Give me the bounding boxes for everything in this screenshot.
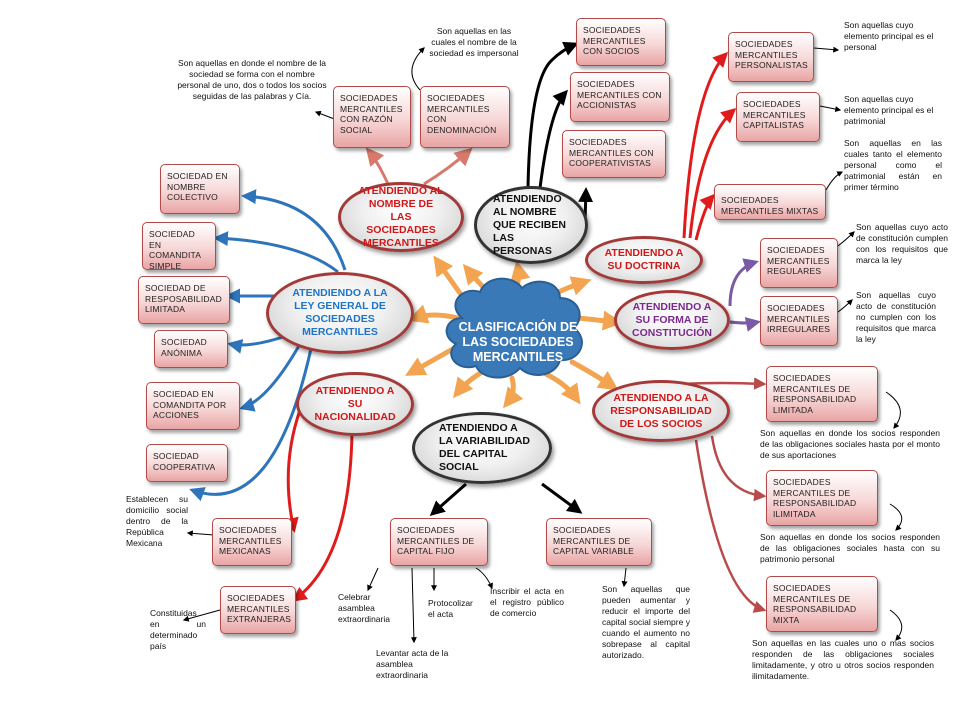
box-label: SOCIEDADES MERCANTILES MEXICANAS [219,525,282,556]
center-cloud-shape [445,277,583,379]
box-capitalistas[interactable]: SOCIEDADES MERCANTILES CAPITALISTAS [736,92,820,142]
category-label: ATENDIENDO A SU FORMA DE CONSTITUCIÓN [632,300,712,339]
category-label: ATENDIENDO AL NOMBRE DE LAS SOCIEDADES M… [358,184,444,249]
box-label: SOCIEDADES MERCANTILES CON RAZÓN SOCIAL [340,93,403,135]
note-inscribir: Inscribir el acta en el registro público… [490,586,564,618]
box-con-socios[interactable]: SOCIEDADES MERCANTILES CON SOCIOS [576,18,666,66]
note-capital-variable: Son aquellas que pueden aumentar y reduc… [602,584,690,660]
note-mixtas: Son aquellas en las cuales tanto el elem… [844,138,942,192]
box-label: SOCIEDAD DE RESPOSABILIDAD LIMITADA [145,283,222,314]
box-mexicanas[interactable]: SOCIEDADES MERCANTILES MEXICANAS [212,518,292,566]
box-responsabilidad-mixta[interactable]: SOCIEDADES MERCANTILES DE RESPONSABILIDA… [766,576,878,632]
box-label: SOCIEDADES MERCANTILES REGULARES [767,245,830,276]
note-resp-ilimitada: Son aquellas en donde los socios respond… [760,532,940,564]
box-label: SOCIEDADES MERCANTILES DE RESPONSABILIDA… [773,583,857,625]
nacionalidad-arrows [284,409,354,602]
category-label: ATENDIENDO A SU NACIONALIDAD [314,384,396,423]
note-resp-mixta: Son aquellas en las cuales uno o mas soc… [752,638,934,681]
note-razon-social: Son aquellas en donde el nombre de la so… [177,58,327,101]
box-comandita-acciones[interactable]: SOCIEDAD EN COMANDITA POR ACCIONES [146,382,240,430]
category-capital-social[interactable]: ATENDIENDO A LA VARIABILIDAD DEL CAPITAL… [412,412,552,484]
box-con-cooperativistas[interactable]: SOCIEDADES MERCANTILES CON COOPERATIVIST… [562,130,666,178]
category-nacionalidad[interactable]: ATENDIENDO A SU NACIONALIDAD [296,372,414,436]
box-denominacion[interactable]: SOCIEDADES MERCANTILES CON DENOMINACIÓN [420,86,510,148]
category-ley-general[interactable]: ATENDIENDO A LA LEY GENERAL DE SOCIEDADE… [266,272,414,354]
note-denominacion: Son aquellas en las cuales el nombre de … [429,26,519,58]
box-label: SOCIEDADES MERCANTILES CON SOCIOS [583,25,646,56]
center-title-text: CLASIFICACIÓN DE LAS SOCIEDADES MERCANTI… [458,319,578,364]
note-protocolizar: Protocolizar el acta [428,598,473,619]
note-capitalistas: Son aquellas cuyo elemento principal es … [844,94,934,126]
box-label: SOCIEDAD EN NOMBRE COLECTIVO [167,171,228,202]
box-label: SOCIEDAD COOPERATIVA [153,451,216,472]
box-capital-variable[interactable]: SOCIEDADES MERCANTILES DE CAPITAL VARIAB… [546,518,652,566]
box-label: SOCIEDADES MERCANTILES IRREGULARES [767,303,831,334]
box-anonima[interactable]: SOCIEDAD ANÓNIMA [154,330,228,368]
box-label: SOCIEDADES MERCANTILES DE RESPONSABILIDA… [773,373,857,415]
category-label: ATENDIENDO A LA LEY GENERAL DE SOCIEDADE… [292,287,388,338]
box-comandita-simple[interactable]: SOCIEDAD EN COMANDITA SIMPLE [142,222,216,271]
note-irregulares: Son aquellas cuyo acto de constitución n… [856,290,936,344]
nombre-sociedades-arrows [365,147,473,186]
box-resp-limitada[interactable]: SOCIEDAD DE RESPOSABILIDAD LIMITADA [138,276,230,324]
capital-social-arrows [429,482,583,516]
box-con-accionistas[interactable]: SOCIEDADES MERCANTILES CON ACCIONISTAS [570,72,670,122]
box-label: SOCIEDADES MERCANTILES CON COOPERATIVIST… [569,137,654,168]
note-celebrar: Celebrar asamblea extraordinaria [338,592,390,624]
doctrina-arrows [682,51,737,241]
box-personalistas[interactable]: SOCIEDADES MERCANTILES PERSONALISTAS [728,32,814,82]
box-razon-social[interactable]: SOCIEDADES MERCANTILES CON RAZÓN SOCIAL [333,86,411,148]
box-label: SOCIEDADES MERCANTILES EXTRANJERAS [227,593,292,624]
box-mixtas[interactable]: SOCIEDADES MERCANTILES MIXTAS [714,184,826,220]
category-label: ATENDIENDO AL NOMBRE QUE RECIBEN LAS PER… [493,192,566,257]
note-mexicanas: Establecen su domicilio social dentro de… [126,494,188,548]
box-responsabilidad-limitada[interactable]: SOCIEDADES MERCANTILES DE RESPONSABILIDA… [766,366,878,422]
category-nombre-sociedades[interactable]: ATENDIENDO AL NOMBRE DE LAS SOCIEDADES M… [338,182,464,252]
box-nombre-colectivo[interactable]: SOCIEDAD EN NOMBRE COLECTIVO [160,164,240,214]
box-label: SOCIEDADES MERCANTILES CON DENOMINACIÓN [427,93,497,135]
note-extranjeras: Constituidas en un determinado país [150,608,206,651]
box-label: SOCIEDAD ANÓNIMA [161,337,207,358]
category-label: ATENDIENDO A SU DOCTRINA [604,247,684,272]
category-responsabilidad[interactable]: ATENDIENDO A LA RESPONSABILIDAD DE LOS S… [592,380,730,442]
box-regulares[interactable]: SOCIEDADES MERCANTILES REGULARES [760,238,838,288]
category-doctrina[interactable]: ATENDIENDO A SU DOCTRINA [585,236,703,284]
box-label: SOCIEDADES MERCANTILES CAPITALISTAS [743,99,806,130]
box-label: SOCIEDAD EN COMANDITA SIMPLE [149,229,201,271]
note-personalistas: Son aquellas cuyo elemento principal es … [844,20,934,52]
category-label: ATENDIENDO A LA VARIABILIDAD DEL CAPITAL… [439,422,530,473]
box-extranjeras[interactable]: SOCIEDADES MERCANTILES EXTRANJERAS [220,586,296,634]
box-label: SOCIEDADES MERCANTILES DE RESPONSABILIDA… [773,477,857,519]
box-capital-fijo[interactable]: SOCIEDADES MERCANTILES DE CAPITAL FIJO [390,518,488,566]
box-label: SOCIEDADES MERCANTILES DE CAPITAL VARIAB… [553,525,634,556]
box-label: SOCIEDAD EN COMANDITA POR ACCIONES [153,389,227,420]
box-label: SOCIEDADES MERCANTILES PERSONALISTAS [735,39,808,70]
note-resp-limitada: Son aquellas en donde los socios respond… [760,428,940,460]
forma-constitucion-arrows [728,258,761,332]
category-nombre-personas[interactable]: ATENDIENDO AL NOMBRE QUE RECIBEN LAS PER… [474,186,588,264]
box-label: SOCIEDADES MERCANTILES DE CAPITAL FIJO [397,525,475,556]
box-responsabilidad-ilimitada[interactable]: SOCIEDADES MERCANTILES DE RESPONSABILIDA… [766,470,878,526]
box-irregulares[interactable]: SOCIEDADES MERCANTILES IRREGULARES [760,296,838,346]
box-cooperativa[interactable]: SOCIEDAD COOPERATIVA [146,444,228,482]
note-regulares: Son aquellas cuyo acto de constitución c… [856,222,948,265]
category-forma-constitucion[interactable]: ATENDIENDO A SU FORMA DE CONSTITUCIÓN [614,290,730,350]
center-title: CLASIFICACIÓN DE LAS SOCIEDADES MERCANTI… [450,312,586,372]
category-label: ATENDIENDO A LA RESPONSABILIDAD DE LOS S… [610,391,712,430]
box-label: SOCIEDADES MERCANTILES MIXTAS [721,195,819,216]
box-label: SOCIEDADES MERCANTILES CON ACCIONISTAS [577,79,662,110]
note-connectors [182,46,903,644]
note-levantar: Levantar acta de la asamblea extraordina… [376,648,449,680]
